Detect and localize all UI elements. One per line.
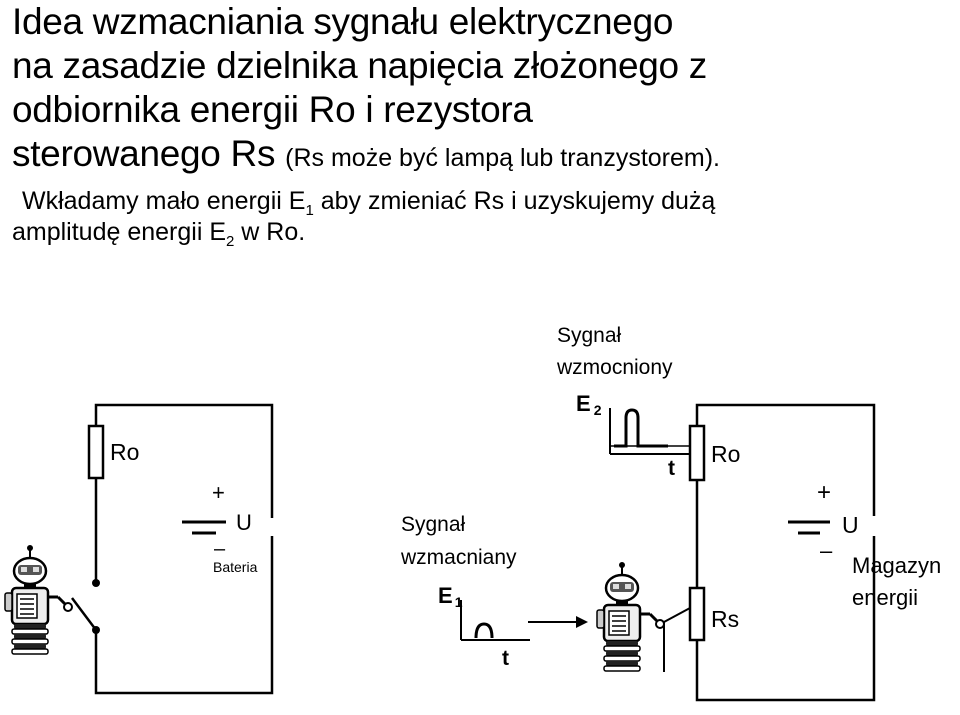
right-plus: +	[817, 479, 831, 506]
description-sub-2: 2	[226, 233, 235, 250]
left-resistor-label: Ro	[110, 439, 139, 465]
description-text-2b: w Ro.	[234, 218, 306, 246]
storage-label-2: energii	[852, 585, 918, 610]
control-lever	[663, 607, 691, 623]
description-line-2: amplitudę energii E2 w Ro.	[12, 217, 952, 250]
title-line-4-main: sterowanego Rs	[12, 133, 276, 174]
input-time-label: t	[502, 647, 509, 670]
description-line-1: Wkładamy mało energii E1 aby zmieniać Rs…	[12, 186, 952, 219]
title-line-2: na zasadzie dzielnika napięcia złożonego…	[12, 45, 707, 86]
output-signal-label-2: wzmocniony	[556, 356, 673, 379]
arrow-right-icon	[528, 616, 588, 628]
left-voltage-label: U	[236, 510, 252, 535]
output-signal-graph	[609, 408, 690, 455]
right-wire	[695, 403, 876, 702]
description: Wkładamy mało energii E1 aby zmieniać Rs…	[12, 186, 952, 250]
output-signal-label-1: Sygnał	[557, 324, 622, 347]
right-resistor-ro-label: Ro	[711, 441, 740, 467]
switch-icon	[71, 579, 100, 634]
right-circuit: Ro Rs + U – Magazyn energii Sygnał wzmoc…	[400, 324, 941, 702]
title-line-4-note: (Rs może być lampą lub tranzystorem).	[285, 144, 721, 172]
title-line-3: odbiornika energii Ro i rezystora	[12, 89, 533, 130]
right-battery-icon	[788, 516, 896, 536]
output-time-label: t	[668, 457, 675, 480]
description-text-1b: aby zmieniać Rs i uzyskujemy dużą	[313, 187, 716, 215]
left-plus: +	[212, 480, 225, 505]
slide-title: Idea wzmacniania sygnału elektrycznego n…	[12, 0, 952, 180]
title-line-1: Idea wzmacniania sygnału elektrycznego	[12, 1, 674, 42]
input-signal-label-1: Sygnał	[401, 513, 466, 536]
left-resistor-ro	[87, 424, 105, 480]
right-resistor-ro	[688, 424, 706, 482]
input-signal-graph	[460, 600, 530, 641]
left-battery-label: Bateria	[213, 559, 258, 575]
robot-icon-right	[595, 560, 666, 673]
right-minus: –	[820, 538, 833, 563]
left-minus: –	[214, 538, 226, 560]
description-text-2a: amplitudę energii E	[12, 218, 227, 246]
description-sub-1: 1	[305, 202, 314, 219]
description-text-1a: Wkładamy mało energii E	[22, 187, 306, 215]
input-signal-label-2: wzmacniany	[400, 546, 517, 569]
right-voltage-label: U	[842, 512, 859, 538]
left-wire	[94, 403, 274, 695]
right-resistor-rs-label: Rs	[711, 606, 739, 632]
right-resistor-rs	[688, 586, 706, 642]
title-line-4: sterowanego Rs (Rs może być lampą lub tr…	[12, 132, 952, 180]
robot-icon	[3, 543, 74, 656]
battery-icon	[182, 518, 294, 536]
left-circuit: Ro + U – Bateria	[3, 403, 294, 695]
storage-label-1: Magazyn	[852, 553, 941, 578]
